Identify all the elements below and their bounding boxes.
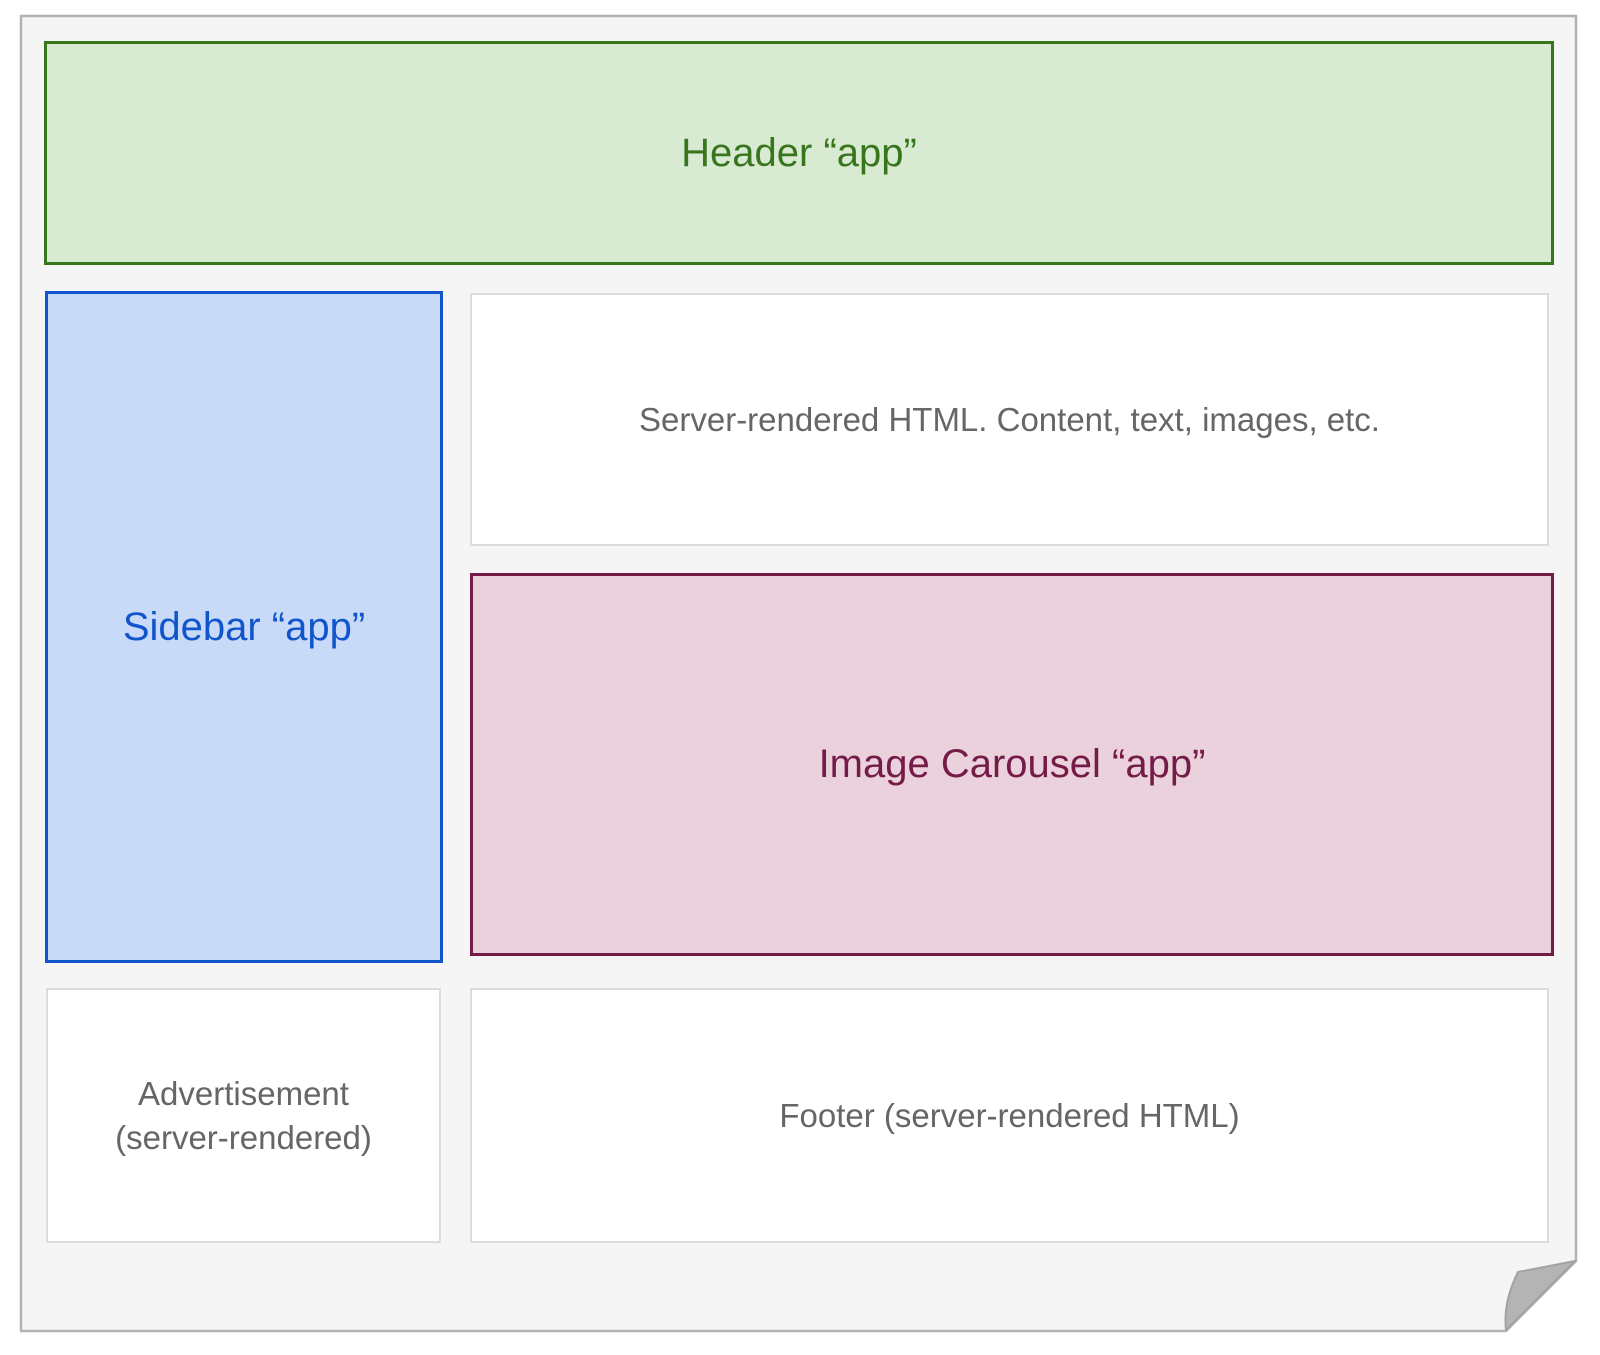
image-carousel-label: Image Carousel “app” [818, 742, 1206, 786]
server-content-label: Server-rendered HTML. Content, text, ima… [639, 400, 1380, 438]
server-content-box: Server-rendered HTML. Content, text, ima… [470, 293, 1549, 546]
advertisement-box: Advertisement (server-rendered) [46, 988, 441, 1243]
footer-label: Footer (server-rendered HTML) [779, 1096, 1240, 1134]
image-carousel-box: Image Carousel “app” [470, 573, 1554, 956]
folded-corner [1504, 1260, 1576, 1331]
advertisement-label-line1: Advertisement [138, 1074, 349, 1112]
footer-box: Footer (server-rendered HTML) [470, 988, 1549, 1243]
advertisement-label-line2: (server-rendered) [115, 1118, 372, 1156]
header-app-label: Header “app” [681, 130, 917, 175]
sidebar-app-box: Sidebar “app” [45, 291, 443, 963]
header-app-box: Header “app” [44, 41, 1554, 265]
sidebar-app-label: Sidebar “app” [122, 604, 366, 649]
